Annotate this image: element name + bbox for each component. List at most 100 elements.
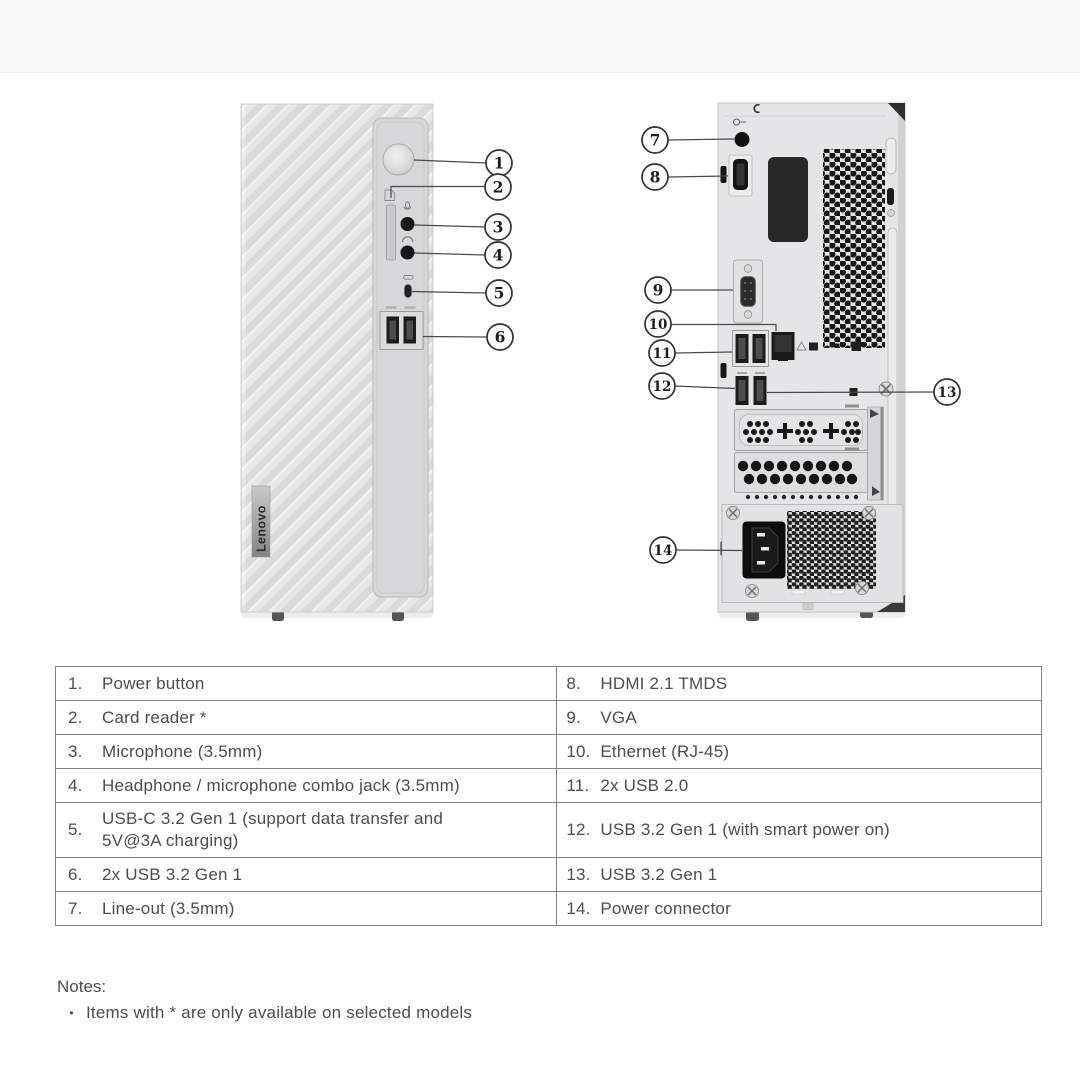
item-number: 10. xyxy=(566,741,591,761)
item-label: Ethernet (RJ-45) xyxy=(600,741,730,761)
back-foot-left xyxy=(746,611,759,621)
item-label: Power connector xyxy=(600,898,731,918)
rear-mark-3 xyxy=(851,341,861,351)
item-label: Line-out (3.5mm) xyxy=(102,898,235,918)
callout-6-number: 6 xyxy=(495,328,506,347)
slot-bracket xyxy=(867,406,884,501)
callout-11-number: 11 xyxy=(653,346,672,362)
back-view-illustration: 7 8 9 10 11 xyxy=(641,102,961,621)
power-button xyxy=(382,143,415,176)
padlock-loop xyxy=(885,137,897,175)
item-label: USB-C 3.2 Gen 1 (support data transfer a… xyxy=(102,809,444,850)
callout-8-number: 8 xyxy=(650,168,661,187)
item-number: 11. xyxy=(566,775,590,795)
item-label: 2x USB 3.2 Gen 1 xyxy=(102,864,243,884)
spec-cell-left: 2.Card reader * xyxy=(56,701,558,734)
callout-4: 4 xyxy=(484,241,512,269)
spec-cell-left: 7.Line-out (3.5mm) xyxy=(56,892,558,925)
spec-cell-left: 5. USB-C 3.2 Gen 1 (support data transfer… xyxy=(56,803,558,857)
notes-bullet-item: • Items with * are only available on sel… xyxy=(57,1003,472,1024)
bullet-glyph: • xyxy=(69,1006,74,1020)
lenovo-logo-text: Lenovo xyxy=(255,505,269,552)
callout-4-number: 4 xyxy=(493,246,504,265)
callout-7: 7 xyxy=(641,126,669,154)
leader-line-6 xyxy=(422,335,488,338)
callout-3: 3 xyxy=(484,213,512,241)
callout-2: 2 xyxy=(484,173,512,201)
vent-hole-row xyxy=(745,494,859,500)
item-label: Card reader * xyxy=(102,707,207,727)
item-label: VGA xyxy=(600,707,637,727)
front-foot-left xyxy=(272,611,284,621)
callout-9-number: 9 xyxy=(653,281,664,300)
notes-bullet-text: Items with * are only available on selec… xyxy=(86,1003,473,1022)
power-connector xyxy=(742,521,786,579)
psu-screws xyxy=(726,506,876,598)
table-row: 5. USB-C 3.2 Gen 1 (support data transfer… xyxy=(56,803,1041,858)
usb2-ports xyxy=(732,330,769,367)
leader-line-3 xyxy=(414,224,486,228)
expansion-slot-cover-2 xyxy=(734,447,868,493)
thumb-screw xyxy=(887,209,895,217)
spec-cell-right: 8.HDMI 2.1 TMDS xyxy=(557,667,1041,700)
usb-c-port xyxy=(404,284,412,298)
callout-12-number: 12 xyxy=(653,379,672,395)
callout-3-number: 3 xyxy=(493,218,504,237)
callout-11: 11 xyxy=(648,339,676,367)
rear-mark-2 xyxy=(830,343,840,347)
item-number: 5. xyxy=(68,820,83,839)
front-view-illustration: Lenovo xyxy=(240,103,514,621)
spec-cell-right: 11. 2x USB 2.0 xyxy=(557,769,1041,802)
microphone-jack xyxy=(400,217,415,231)
item-label: 2x USB 2.0 xyxy=(600,775,689,795)
spec-cell-right: 12.USB 3.2 Gen 1 (with smart power on) xyxy=(557,803,1041,857)
item-number: 9. xyxy=(566,707,581,727)
callout-13: 13 xyxy=(933,378,961,406)
callout-6: 6 xyxy=(486,323,514,351)
leader-line-2 xyxy=(390,185,485,198)
psu-vent xyxy=(787,511,876,589)
rear-mark-1 xyxy=(809,342,818,351)
chassis-slot-2 xyxy=(720,363,727,378)
spec-cell-right: 13.USB 3.2 Gen 1 xyxy=(557,858,1041,891)
leader-line-13 xyxy=(766,391,935,394)
vga-port xyxy=(733,259,763,324)
callout-1-number: 1 xyxy=(494,154,505,173)
expansion-slot-cover-1 xyxy=(734,404,868,451)
kensington-mark xyxy=(753,103,760,114)
hdmi-port xyxy=(728,154,753,197)
spec-cell-left: 3.Microphone (3.5mm) xyxy=(56,735,558,768)
item-number: 14. xyxy=(566,898,591,918)
callout-13-number: 13 xyxy=(938,385,957,401)
usb-c-icon xyxy=(403,275,414,280)
combo-jack xyxy=(400,245,415,260)
item-number: 13. xyxy=(566,864,591,884)
leader-line-7 xyxy=(667,138,735,141)
spec-cell-left: 6.2x USB 3.2 Gen 1 xyxy=(56,858,558,891)
microphone-icon xyxy=(403,201,412,210)
item-number: 4. xyxy=(68,775,83,795)
rear-black-cover xyxy=(768,157,808,242)
callout-8: 8 xyxy=(641,163,669,191)
vent-grille xyxy=(823,149,885,348)
callout-14: 14 xyxy=(649,536,677,564)
case-screw xyxy=(878,381,894,397)
leader-line-8 xyxy=(667,175,729,178)
line-out-jack xyxy=(734,132,750,147)
item-number: 1. xyxy=(68,673,83,693)
top-divider xyxy=(0,0,1080,73)
back-right-edge xyxy=(898,103,905,612)
front-port-panel xyxy=(372,117,429,598)
leader-line-1 xyxy=(413,159,487,164)
table-row: 4.Headphone / microphone combo jack (3.5… xyxy=(56,769,1041,803)
item-number: 8. xyxy=(566,673,581,693)
leader-line-11 xyxy=(674,351,733,354)
leader-line-4 xyxy=(414,252,486,256)
item-label: Power button xyxy=(102,673,205,693)
callout-14-number: 14 xyxy=(654,543,673,559)
leader-line-12 xyxy=(674,385,736,390)
front-edge-highlight xyxy=(241,104,246,612)
callout-10-number: 10 xyxy=(649,317,668,333)
item-number: 3. xyxy=(68,741,83,761)
table-row: 7.Line-out (3.5mm) 14. Power connector xyxy=(56,892,1041,925)
